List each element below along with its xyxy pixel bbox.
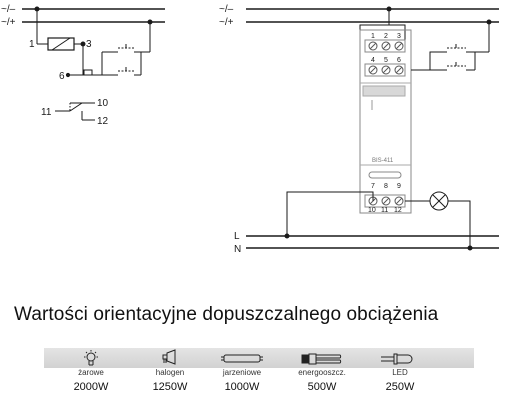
terminal-11-label: 11 xyxy=(381,207,388,214)
right-line-top-label: ~/– xyxy=(219,4,234,15)
terminal-7-label: 7 xyxy=(371,183,375,190)
fluorescent-tube-icon xyxy=(200,349,284,371)
load-item-halogen: halogen 1250W xyxy=(128,349,212,393)
load-name: LED xyxy=(392,368,408,377)
load-power: 250W xyxy=(385,381,415,393)
coil-terminal-b-label: 3 xyxy=(86,39,92,50)
load-power: 500W xyxy=(307,381,337,393)
energy-saving-lamp-icon xyxy=(280,349,364,371)
led-icon xyxy=(358,349,442,371)
halogen-lamp-icon xyxy=(128,349,212,371)
terminal-2-label: 2 xyxy=(384,33,388,40)
relay-nc-label: 12 xyxy=(97,116,109,127)
line-l-label: L xyxy=(234,231,240,242)
load-power: 2000W xyxy=(73,381,109,393)
coil-terminal-a-label: 1 xyxy=(29,39,35,50)
load-power: 1250W xyxy=(152,381,188,393)
terminal-8-label: 8 xyxy=(384,183,388,190)
right-schematic xyxy=(246,6,499,251)
device-housing xyxy=(359,29,412,214)
load-item-fluorescent: jarzeniowe 1000W xyxy=(200,349,284,393)
terminal-5-label: 5 xyxy=(384,57,388,64)
device-model-label: BIS-411 xyxy=(372,158,394,164)
load-name: jarzeniowe xyxy=(222,368,262,377)
button-input-label: 6 xyxy=(59,71,65,82)
wiring-diagram: ~/– ~/+ 1 3 6 11 10 12 ~/– ~/+ 1 2 3 4 5… xyxy=(1,4,499,255)
load-power: 1000W xyxy=(224,381,260,393)
line-n-label: N xyxy=(234,244,241,255)
left-schematic xyxy=(22,6,165,121)
terminal-6-label: 6 xyxy=(397,57,401,64)
load-name: halogen xyxy=(155,368,185,377)
load-heading: Wartości orientacyjne dopuszczalnego obc… xyxy=(14,304,439,325)
load-item-led: LED 250W xyxy=(358,349,442,393)
load-name: energooszcz. xyxy=(298,368,346,377)
terminal-4-label: 4 xyxy=(371,57,375,64)
load-bar xyxy=(44,348,474,368)
left-line-bottom-label: ~/+ xyxy=(1,17,16,28)
terminal-1-label: 1 xyxy=(371,33,375,40)
terminal-10-label: 10 xyxy=(368,207,376,214)
terminal-12-label: 12 xyxy=(394,207,402,214)
left-line-top-label: ~/– xyxy=(1,4,16,15)
load-item-energy-saving: energooszcz. 500W xyxy=(280,349,364,393)
relay-common-label: 11 xyxy=(41,107,52,118)
relay-no-label: 10 xyxy=(97,98,109,109)
right-line-bottom-label: ~/+ xyxy=(219,17,234,28)
terminal-3-label: 3 xyxy=(397,33,401,40)
load-name: żarowe xyxy=(78,368,104,377)
load-item-incandescent: żarowe 2000W xyxy=(49,349,133,393)
incandescent-bulb-icon xyxy=(49,349,133,371)
terminal-9-label: 9 xyxy=(397,183,401,190)
